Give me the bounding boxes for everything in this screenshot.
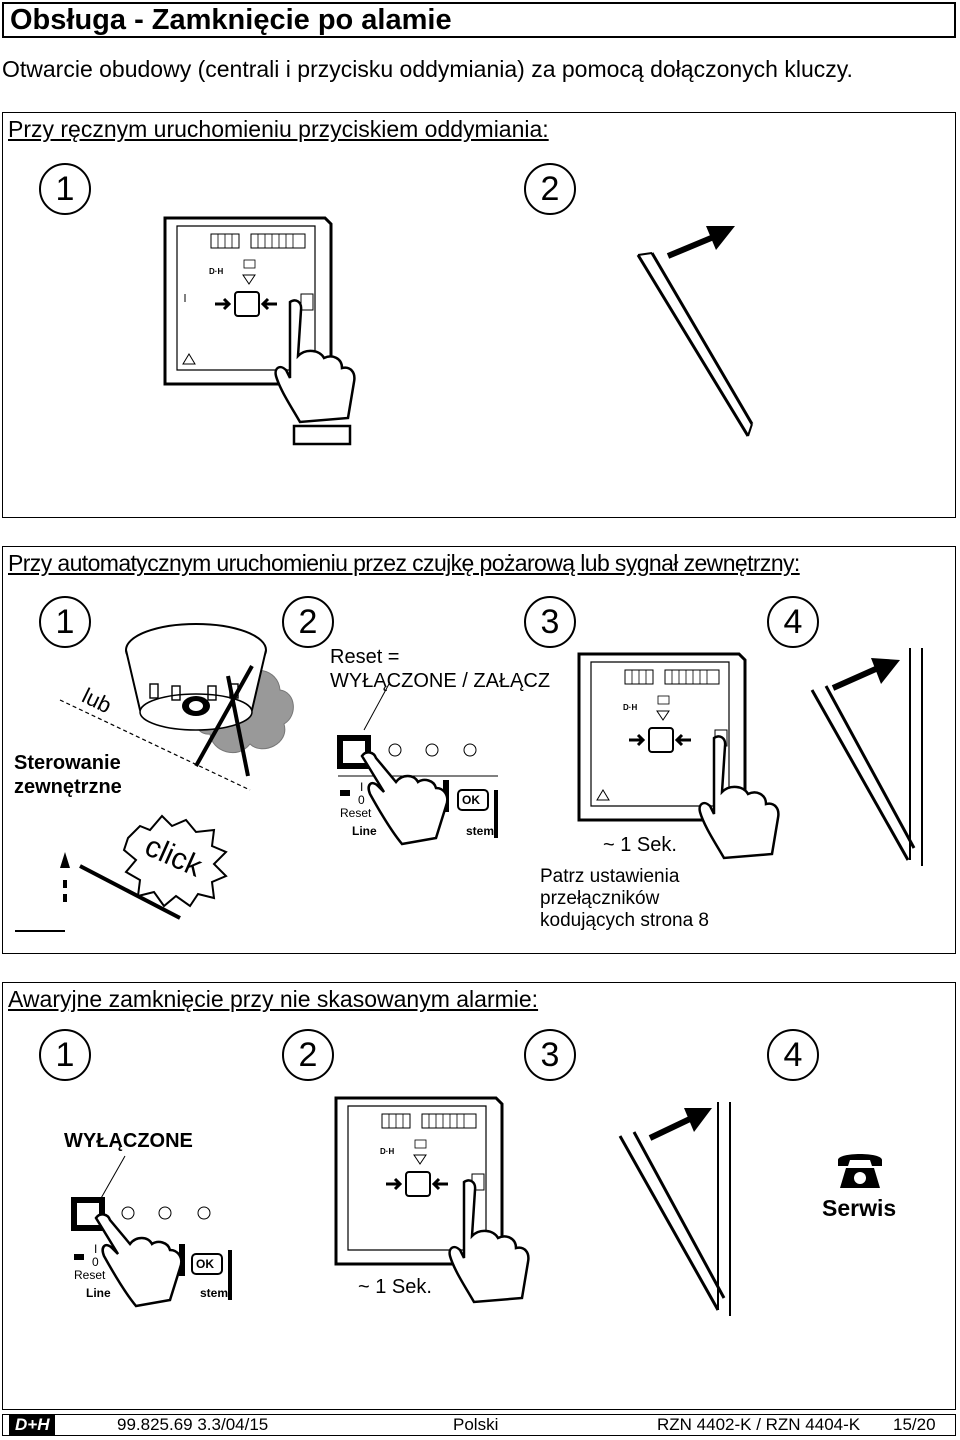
reset-label: Reset — [340, 806, 372, 820]
product-name: RZN 4402-K / RZN 4404-K — [657, 1415, 861, 1434]
step-number: 4 — [767, 1029, 819, 1081]
emergency-close-title: Awaryjne zamknięcie przy nie skasowanym … — [8, 986, 539, 1012]
automatic-trigger-title: Przy automatycznym uruchomieniu przez cz… — [8, 550, 800, 576]
line-label: Line — [86, 1286, 111, 1300]
svg-text:D·H: D·H — [209, 267, 223, 276]
svg-text:D·H: D·H — [380, 1147, 394, 1156]
external-control-line2: zewnętrzne — [14, 776, 122, 798]
svg-text:D·H: D·H — [623, 703, 637, 712]
doc-number: 99.825.69 3.3/04/15 — [117, 1415, 269, 1434]
system-label: stem — [466, 824, 495, 838]
ok-button: OK — [462, 793, 480, 807]
switch-off-label: 0 — [358, 793, 365, 807]
manual-trigger-title: Przy ręcznym uruchomieniu przyciskiem od… — [8, 116, 549, 142]
step-number: 3 — [524, 596, 576, 648]
page-number: 15/20 — [893, 1415, 936, 1434]
system-label: stem — [200, 1286, 229, 1300]
step-number: 3 — [524, 1029, 576, 1081]
intro-text: Otwarcie obudowy (centrali i przycisku o… — [2, 56, 853, 82]
note-line2: przełączników — [540, 888, 660, 909]
external-control-line1: Sterowanie — [14, 752, 121, 774]
step-number: 4 — [767, 596, 819, 648]
page-title: Obsługa - Zamknięcie po alamie — [2, 2, 956, 38]
ok-button: OK — [196, 1257, 214, 1271]
step-number: 1 — [39, 163, 91, 215]
switch-on-label: I — [94, 1242, 98, 1256]
off-label: WYŁĄCZONE — [64, 1130, 193, 1152]
step-number: 2 — [524, 163, 576, 215]
reset-line2: WYŁĄCZONE / ZAŁĄCZ — [330, 670, 551, 692]
switch-off-label: 0 — [92, 1255, 99, 1269]
note-line1: Patrz ustawienia — [540, 866, 680, 887]
step-number: 1 — [39, 596, 91, 648]
step-number: 2 — [282, 1029, 334, 1081]
step-number: 2 — [282, 596, 334, 648]
footer-logo: D+H — [9, 1415, 56, 1435]
note-line3: kodujących strona 8 — [540, 910, 709, 931]
service-label: Serwis — [822, 1195, 897, 1221]
manual-trigger-panel — [2, 112, 956, 518]
reset-label: Reset — [74, 1268, 106, 1282]
line-label: Line — [352, 824, 377, 838]
emergency-close-panel — [2, 982, 956, 1410]
footer: D+H 99.825.69 3.3/04/15 Polski RZN 4402-… — [2, 1414, 956, 1436]
duration-label: ~ 1 Sek. — [358, 1276, 432, 1298]
duration-label: ~ 1 Sek. — [603, 834, 677, 856]
step-number: 1 — [39, 1029, 91, 1081]
switch-on-label: I — [360, 780, 364, 794]
automatic-trigger-panel — [2, 546, 956, 954]
language: Polski — [453, 1415, 499, 1434]
reset-line1: Reset = — [330, 646, 400, 668]
